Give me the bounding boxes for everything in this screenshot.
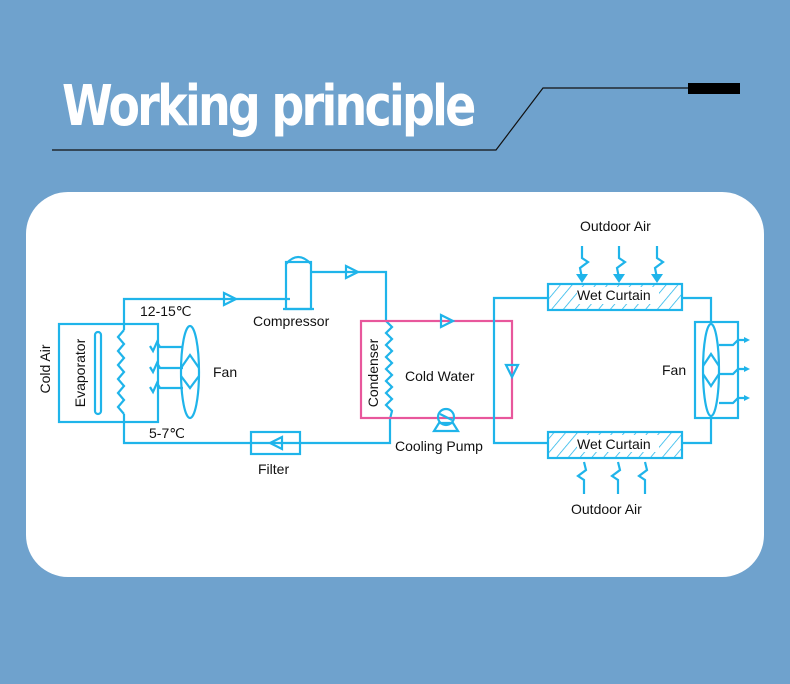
flow-arrow [222, 291, 239, 307]
flow-arrow [344, 264, 361, 280]
water-pipe-bottom [682, 418, 713, 445]
filter [249, 430, 302, 456]
liquid-line [122, 414, 392, 445]
cooling-pump-label: Cooling Pump [395, 438, 483, 454]
flow-arrow [504, 363, 520, 380]
outdoor-air-arrows-bottom [576, 461, 649, 494]
outdoor-air-top-label: Outdoor Air [580, 218, 651, 234]
cold-water-loop [359, 319, 514, 420]
right-fan [693, 320, 750, 420]
title-accent-bar [688, 83, 740, 94]
water-pipe-top [682, 296, 713, 322]
wet-curtain-top-label: Wet Curtain [577, 287, 651, 303]
flow-arrow [439, 313, 456, 329]
cold-air-label: Cold Air [37, 344, 53, 393]
evaporator [57, 322, 160, 424]
cold-water-label: Cold Water [405, 368, 475, 384]
filter-label: Filter [258, 461, 289, 477]
evaporator-label: Evaporator [72, 338, 88, 407]
wet-curtain-top [546, 282, 684, 312]
title-underline [52, 87, 740, 151]
outdoor-air-arrows-top [576, 246, 665, 283]
temp-high-label: 12-15℃ [140, 303, 192, 319]
temp-low-label: 5-7℃ [149, 425, 185, 441]
water-pipe-left [492, 296, 548, 445]
wet-curtain-bottom-label: Wet Curtain [577, 436, 651, 452]
compressor [283, 255, 314, 311]
evaporator-fan [149, 324, 201, 420]
wet-curtain-bottom [546, 430, 684, 460]
discharge-line [311, 270, 388, 321]
cooling-pump [432, 407, 460, 433]
diagram-card [26, 192, 764, 577]
page-title: Working principle [62, 73, 476, 139]
condenser-label: Condenser [365, 338, 381, 407]
compressor-label: Compressor [253, 313, 330, 329]
outdoor-air-bottom-label: Outdoor Air [571, 501, 642, 517]
right-fan-label: Fan [662, 362, 686, 378]
evaporator-coil [116, 329, 126, 415]
evaporator-fan-label: Fan [213, 364, 237, 380]
condenser-coil [384, 320, 394, 420]
